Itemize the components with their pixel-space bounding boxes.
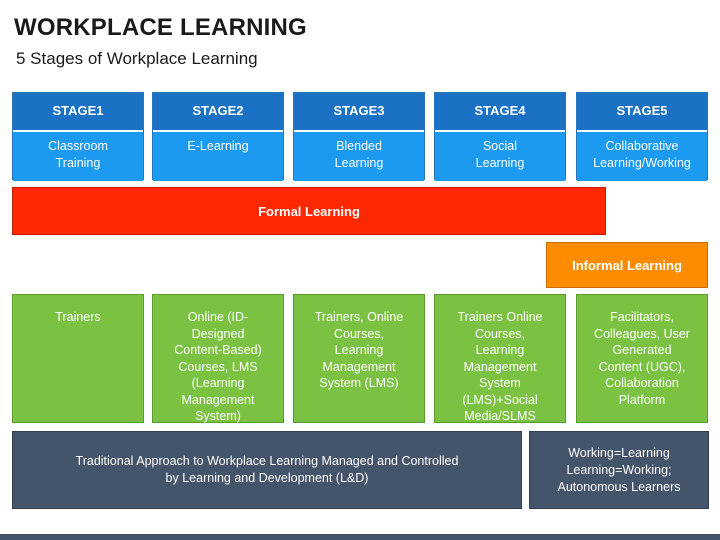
stage-5-description: Collaborative Learning/Working xyxy=(577,132,707,181)
traditional-approach-box: Traditional Approach to Workplace Learni… xyxy=(12,431,522,509)
informal-learning-bar: Informal Learning xyxy=(546,242,708,288)
stage-4-label: STAGE4 xyxy=(435,93,565,132)
autonomous-learners-text: Working=Learning Learning=Working; Auton… xyxy=(557,445,681,494)
stage-5-label: STAGE5 xyxy=(577,93,707,132)
stage-5-tools: Facilitators, Colleagues, User Generated… xyxy=(576,294,708,423)
stage-3-label: STAGE3 xyxy=(294,93,424,132)
traditional-approach-text: Traditional Approach to Workplace Learni… xyxy=(75,454,459,485)
stage-1-box: STAGE1 Classroom Training xyxy=(12,92,144,181)
stage-2-label: STAGE2 xyxy=(153,93,283,132)
stage-2-description: E-Learning xyxy=(153,132,283,181)
stage-3-box: STAGE3 Blended Learning xyxy=(293,92,425,181)
stage-5-box: STAGE5 Collaborative Learning/Working xyxy=(576,92,708,181)
stage-3-description: Blended Learning xyxy=(294,132,424,181)
stage-1-tools: Trainers xyxy=(12,294,144,423)
stage-3-tools: Trainers, Online Courses, Learning Manag… xyxy=(293,294,425,423)
formal-learning-bar: Formal Learning xyxy=(12,187,606,235)
autonomous-learners-box: Working=Learning Learning=Working; Auton… xyxy=(529,431,709,509)
footer-bar xyxy=(0,534,720,540)
stage-4-box: STAGE4 Social Learning xyxy=(434,92,566,181)
stage-4-tools: Trainers Online Courses, Learning Manage… xyxy=(434,294,566,423)
stage-2-tools: Online (ID-Designed Content-Based) Cours… xyxy=(152,294,284,423)
page-subtitle: 5 Stages of Workplace Learning xyxy=(16,49,258,68)
stage-1-label: STAGE1 xyxy=(13,93,143,132)
stage-1-description: Classroom Training xyxy=(13,132,143,181)
page-title: WORKPLACE LEARNING xyxy=(14,14,307,41)
stage-4-description: Social Learning xyxy=(435,132,565,181)
stage-2-box: STAGE2 E-Learning xyxy=(152,92,284,181)
